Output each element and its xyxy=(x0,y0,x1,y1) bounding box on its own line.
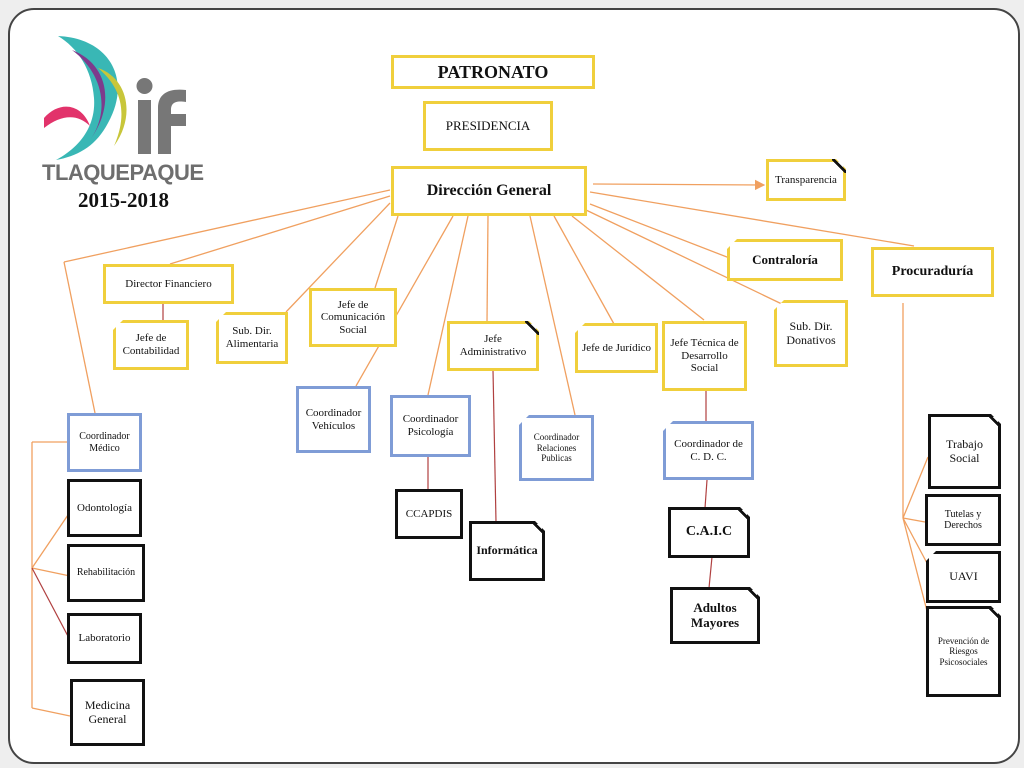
node-medicina-general: Medicina General xyxy=(70,679,145,746)
line-odontologia xyxy=(31,511,71,569)
node-coordinador-cdc: Coordinador de C. D. C. xyxy=(663,421,754,480)
line-alimentaria xyxy=(285,202,391,313)
node-director-financiero: Director Financiero xyxy=(103,264,234,304)
node-contraloria: Contraloría xyxy=(727,239,843,281)
line-juridico xyxy=(553,215,615,325)
node-sub-dir-alimentaria: Sub. Dir. Alimentaria xyxy=(216,312,288,364)
node-coordinador-medico: Coordinador Médico xyxy=(67,413,142,472)
line-medico-a xyxy=(63,189,391,263)
line-informatica xyxy=(492,369,497,523)
node-coordinador-psicologia: Coordinador Psicología xyxy=(390,395,471,457)
node-odontologia: Odontología xyxy=(67,479,142,537)
node-jefe-juridico: Jefe de Jurídico xyxy=(575,323,658,373)
line-rehabilitacion xyxy=(31,567,71,577)
node-transparencia: Transparencia xyxy=(766,159,846,201)
line-caic xyxy=(704,479,708,509)
line-adultos xyxy=(708,556,713,589)
node-rehabilitacion: Rehabilitación xyxy=(67,544,145,602)
line-administrativo xyxy=(486,215,489,323)
line-tecnica xyxy=(571,215,705,321)
node-jefe-tecnica: Jefe Técnica de Desarrollo Social xyxy=(662,321,747,391)
node-caic: C.A.I.C xyxy=(668,507,750,558)
node-patronato: PATRONATO xyxy=(391,55,595,89)
line-transparencia xyxy=(592,179,766,191)
line-donativos xyxy=(585,209,787,307)
node-jefe-contabilidad: Jefe de Contabilidad xyxy=(113,320,189,370)
line-vehiculos xyxy=(355,215,454,387)
line-prevencion xyxy=(902,517,929,616)
node-procuraduria: Procuraduría xyxy=(871,247,994,297)
line-comunicacion xyxy=(374,215,399,289)
dif-logo xyxy=(44,36,186,160)
logo-text: TLAQUEPAQUE xyxy=(42,160,204,185)
line-relaciones xyxy=(529,215,576,416)
node-informatica: Informática xyxy=(469,521,545,581)
node-direccion-general: Dirección General xyxy=(391,166,587,216)
node-adultos-mayores: Adultos Mayores xyxy=(670,587,760,644)
line-medico-b xyxy=(63,261,96,414)
node-prevencion: Prevención de Riesgos Psicosociales xyxy=(926,606,1001,697)
line-tutelas xyxy=(902,517,926,523)
line-medicina xyxy=(31,707,71,717)
node-trabajo-social: Trabajo Social xyxy=(928,414,1001,489)
line-laboratorio xyxy=(31,567,71,641)
line-procuraduria xyxy=(589,191,915,247)
line-trabajo xyxy=(902,456,929,519)
node-coordinador-relaciones: Coordinador Relaciones Publicas xyxy=(519,415,594,481)
line-financiero xyxy=(169,195,391,265)
node-tutelas: Tutelas y Derechos xyxy=(925,494,1001,546)
node-coordinador-vehiculos: Coordinador Vehículos xyxy=(296,386,371,453)
node-uavi: UAVI xyxy=(926,551,1001,603)
node-ccapdis: CCAPDIS xyxy=(395,489,463,539)
line-contraloria xyxy=(589,203,746,265)
node-presidencia: PRESIDENCIA xyxy=(423,101,553,151)
node-laboratorio: Laboratorio xyxy=(67,613,142,664)
period-label: 2015-2018 xyxy=(78,188,169,212)
node-sub-dir-donativos: Sub. Dir. Donativos xyxy=(774,300,848,367)
line-psicologia xyxy=(427,215,469,396)
node-jefe-comunicacion: Jefe de Comunicación Social xyxy=(309,288,397,347)
line-uavi xyxy=(902,517,929,566)
node-jefe-administrativo: Jefe Administrativo xyxy=(447,321,539,371)
